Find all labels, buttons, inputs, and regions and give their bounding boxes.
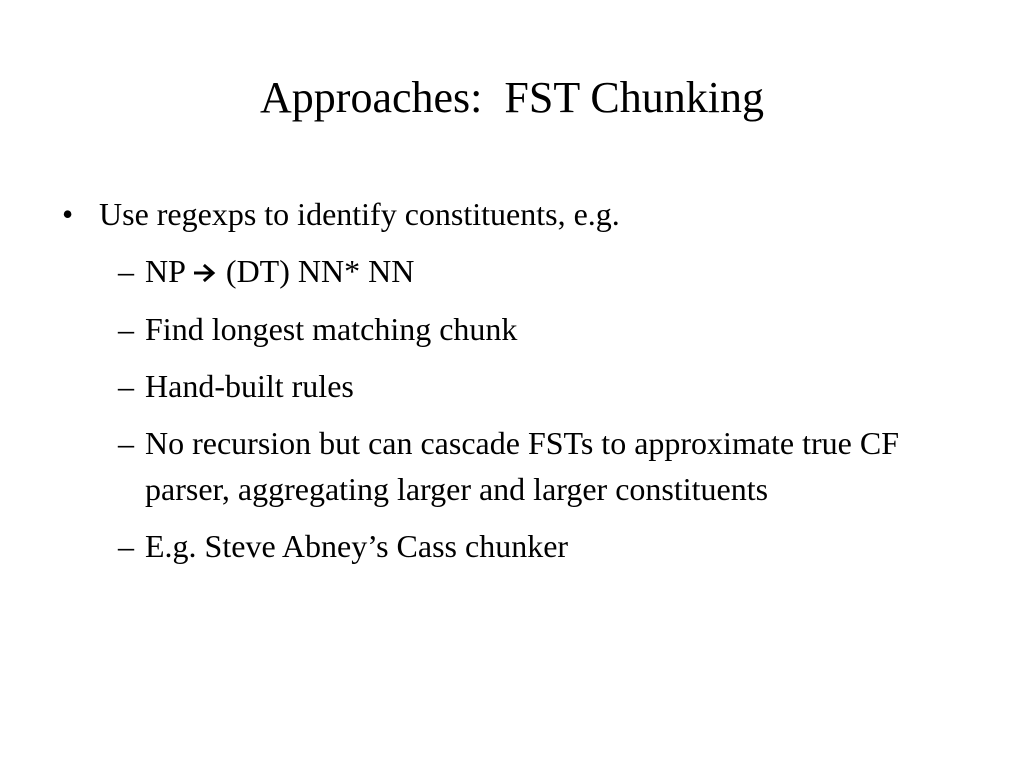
subbullet-text: NP (DT) NN* NN: [145, 248, 982, 295]
subbullet-item: – Find longest matching chunk: [62, 306, 982, 352]
subbullet-item: – Hand-built rules: [62, 363, 982, 409]
subbullet-item: – No recursion but can cascade FSTs to a…: [62, 420, 982, 512]
subbullet-text: E.g. Steve Abney’s Cass chunker: [145, 528, 569, 564]
subbullet-marker: –: [118, 528, 134, 564]
subbullet-text: Find longest matching chunk: [145, 311, 518, 347]
subbullet-marker: –: [118, 368, 134, 404]
bullet-text: Use regexps to identify constituents, e.…: [99, 196, 620, 232]
bullet-marker: •: [62, 196, 74, 232]
rule-lhs: NP: [145, 253, 186, 289]
subbullet-item: – E.g. Steve Abney’s Cass chunker: [62, 523, 982, 569]
subbullet-marker: –: [118, 311, 134, 347]
right-arrow-icon: [193, 249, 216, 295]
subbullet-item: – NP (DT) NN* NN: [62, 248, 982, 295]
slide-title: Approaches: FST Chunking: [260, 73, 764, 122]
subbullet-text: No recursion but can cascade FSTs to app…: [145, 425, 900, 507]
subbullet-marker: –: [118, 253, 134, 289]
bullet-item: • Use regexps to identify constituents, …: [62, 191, 982, 237]
subbullet-text: Hand-built rules: [145, 368, 354, 404]
rule-rhs: (DT) NN* NN: [225, 253, 415, 289]
subbullet-marker: –: [118, 425, 134, 461]
bullet-list: • Use regexps to identify constituents, …: [62, 191, 982, 580]
